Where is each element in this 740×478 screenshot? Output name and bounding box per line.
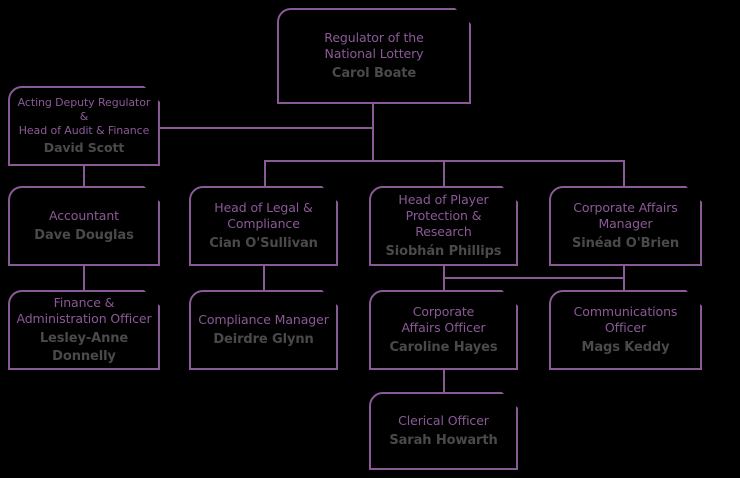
node-person: Carol Boate [331,65,417,81]
node-acting-deputy-regulator[interactable]: Acting Deputy Regulator & Head of Audit … [8,86,160,166]
connector-corporate-officer-to-clerical [443,370,445,392]
node-clerical-officer[interactable]: Clerical Officer Sarah Howarth [369,392,518,470]
node-title: Clerical Officer [398,412,489,428]
node-person: David Scott [43,140,125,155]
connector-deputy-to-accountant [83,166,85,186]
node-title: Accountant [49,207,119,223]
connector-drop-head-player [443,160,445,186]
connector-corporate-manager-stem [623,266,625,278]
node-head-of-legal-and-compliance[interactable]: Head of Legal & Compliance Cian O'Sulliv… [189,186,338,266]
node-compliance-manager[interactable]: Compliance Manager Deirdre Glynn [189,290,338,370]
node-regulator[interactable]: Regulator of the National Lottery Carol … [277,8,471,104]
node-title: Compliance Manager [198,311,329,327]
node-person: Mags Keddy [581,339,670,355]
node-title: Corporate Affairs Officer [401,303,486,335]
connector-bar-to-communications [623,277,625,290]
node-title: Head of Legal & Compliance [214,199,313,231]
node-title: Corporate Affairs Manager [573,199,678,231]
node-head-of-player-protection-and-research[interactable]: Head of Player Protection & Research Sio… [369,186,518,266]
node-finance-and-administration-officer[interactable]: Finance & Administration Officer Lesley-… [8,290,160,370]
node-person: Lesley-Anne Donnelly [39,330,129,364]
node-person: Sinéad O'Brien [572,235,679,251]
node-accountant[interactable]: Accountant Dave Douglas [8,186,160,266]
node-person: Dave Douglas [34,227,134,243]
node-person: Siobhán Phillips [385,243,502,259]
node-corporate-affairs-manager[interactable]: Corporate Affairs Manager Sinéad O'Brien [549,186,702,266]
node-title: Communications Officer [573,303,678,335]
connector-regulator-to-deputy [159,127,373,129]
node-person: Caroline Hayes [389,339,498,355]
connector-drop-head-legal [264,160,266,186]
node-title: Regulator of the National Lottery [324,29,424,61]
node-person: Deirdre Glynn [213,331,314,347]
connector-corporate-manager-bar [443,277,625,279]
connector-regulator-stem [372,104,374,162]
node-corporate-affairs-officer[interactable]: Corporate Affairs Officer Caroline Hayes [369,290,518,370]
connector-accountant-to-finance-officer [83,266,85,290]
node-title: Acting Deputy Regulator & Head of Audit … [17,96,151,137]
node-person: Sarah Howarth [389,432,498,448]
node-communications-officer[interactable]: Communications Officer Mags Keddy [549,290,702,370]
node-person: Cian O'Sullivan [209,235,318,251]
connector-legal-to-compliance [263,266,265,290]
connector-drop-corporate-manager [623,160,625,186]
node-title: Head of Player Protection & Research [398,191,489,239]
node-title: Finance & Administration Officer [16,294,152,326]
